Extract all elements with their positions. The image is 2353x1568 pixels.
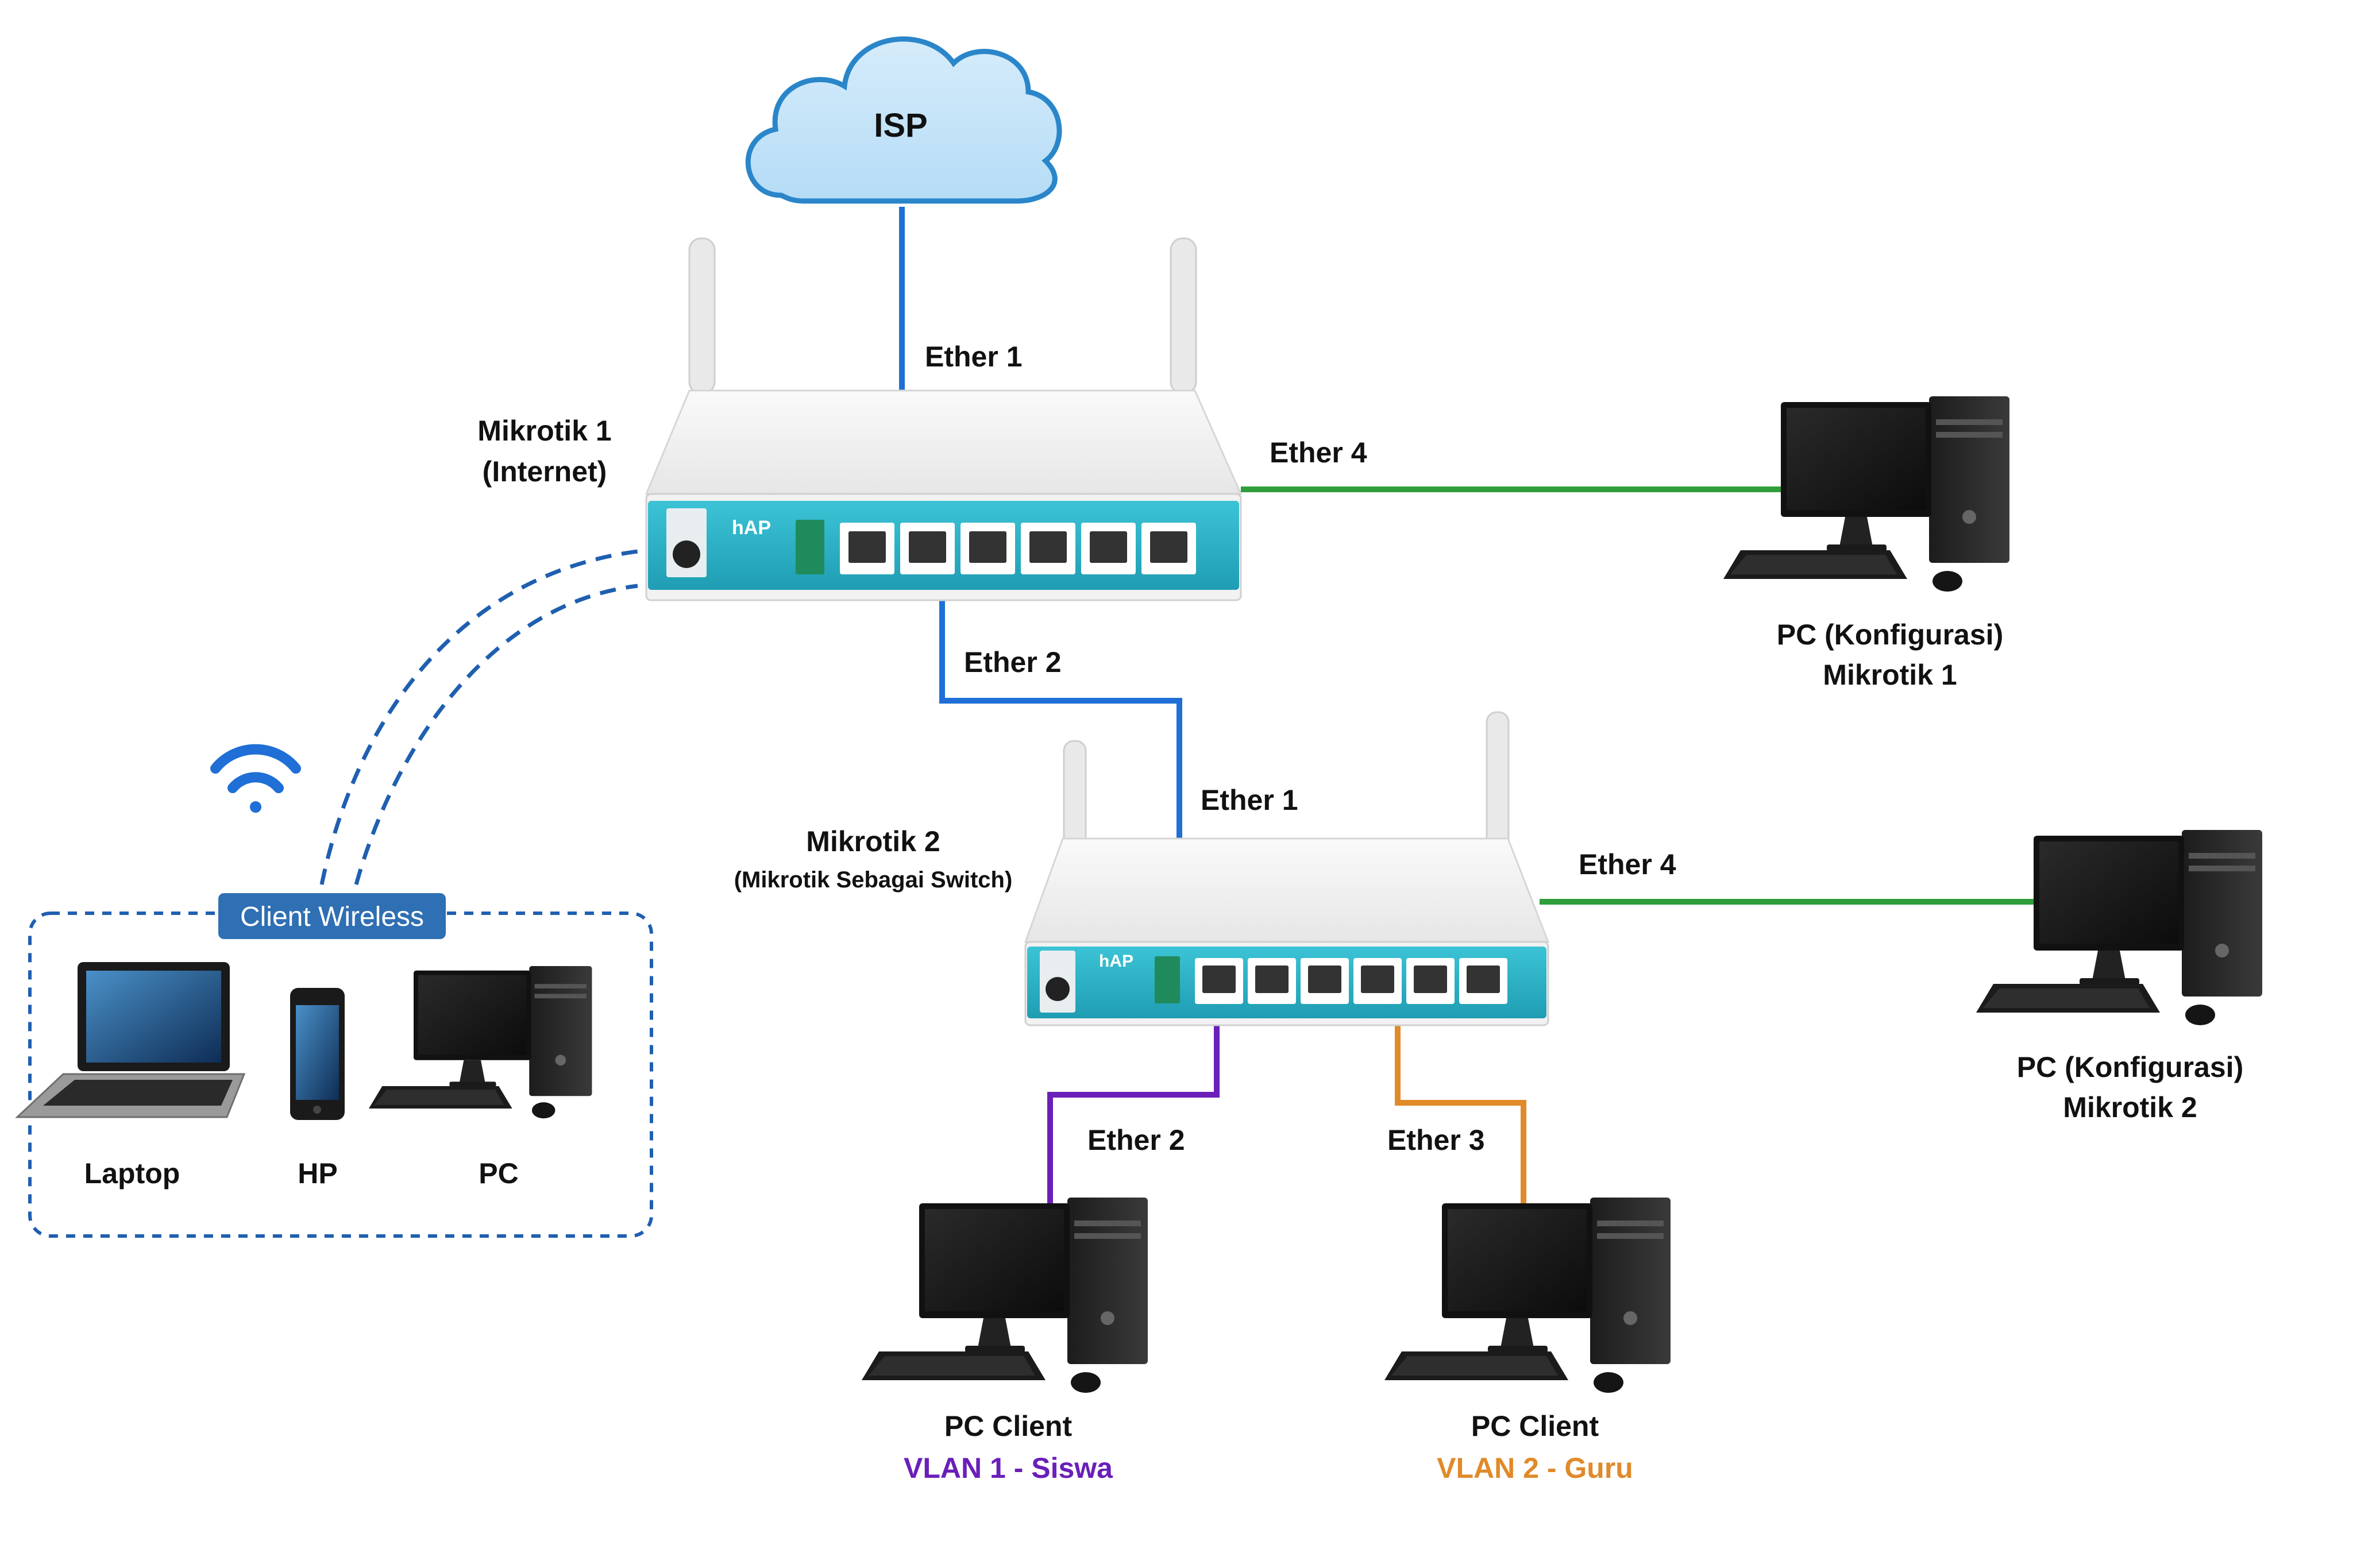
config-pc2-line1: PC (Konfigurasi): [2017, 1051, 2243, 1083]
router1-ether2-link: [939, 597, 1182, 839]
config-pc1-line2: Mikrotik 1: [1823, 659, 1957, 691]
config-pc2-line2: Mikrotik 2: [2063, 1091, 2197, 1123]
cloud-icon: [745, 36, 1062, 204]
wireless-device-pc: PC: [479, 1157, 518, 1189]
wireless-pc-icon: [369, 966, 592, 1119]
wireless-device-hp: HP: [298, 1157, 337, 1189]
router1-ether1-label: Ether 1: [925, 341, 1023, 373]
router1-brand: hAP: [732, 517, 771, 539]
router2-ether4-label: Ether 4: [1579, 848, 1676, 880]
wireless-link-2: [354, 584, 638, 885]
wireless-group-border: [28, 912, 653, 1238]
wireless-group-title-badge: [218, 893, 446, 939]
router1-antenna-left: [688, 237, 716, 395]
wifi-icon: [210, 744, 301, 813]
router2-device: hAP: [1024, 711, 1550, 1026]
router2-label-line1: Mikrotik 2: [806, 825, 940, 858]
client2-pc-icon: [1384, 1198, 1671, 1393]
router1-label-line1: Mikrotik 1: [477, 415, 611, 447]
router1-antenna-right: [1170, 237, 1197, 395]
config-pc2-icon: [1976, 830, 2262, 1025]
router2-brand: hAP: [1099, 952, 1133, 971]
client1-vlan-label: VLAN 1 - Siswa: [904, 1452, 1113, 1484]
wireless-group-title: Client Wireless: [240, 902, 424, 932]
router2-ether2-link: [1047, 1022, 1220, 1206]
router1-device: hAP: [645, 237, 1243, 601]
config-pc1-icon: [1723, 396, 2009, 592]
wireless-link-1: [319, 549, 638, 885]
router2-label-line2: (Mikrotik Sebagai Switch): [734, 867, 1013, 893]
phone-icon: [290, 988, 345, 1120]
isp-label: ISP: [874, 107, 928, 144]
router2-ether3-label: Ether 3: [1387, 1124, 1485, 1156]
wireless-device-laptop: Laptop: [84, 1157, 180, 1189]
router2-antenna-right: [1486, 711, 1510, 854]
client2-line1: PC Client: [1471, 1410, 1599, 1442]
router2-antenna-left: [1063, 740, 1087, 854]
router2-ether2-label: Ether 2: [1087, 1124, 1185, 1156]
client1-pc-icon: [862, 1198, 1148, 1393]
client1-line1: PC Client: [944, 1410, 1073, 1442]
laptop-icon: [15, 962, 246, 1118]
router1-label-line2: (Internet): [483, 455, 607, 488]
router1-ether4-label: Ether 4: [1270, 437, 1367, 469]
isp-cloud: ISP: [745, 36, 1062, 204]
router1-ether2-label: Ether 2: [964, 646, 1062, 678]
config-pc1-line1: PC (Konfigurasi): [1777, 619, 2003, 651]
router2-ether3-link: [1395, 1022, 1526, 1206]
router2-ether1-label: Ether 1: [1201, 784, 1298, 816]
client2-vlan-label: VLAN 2 - Guru: [1437, 1452, 1633, 1484]
